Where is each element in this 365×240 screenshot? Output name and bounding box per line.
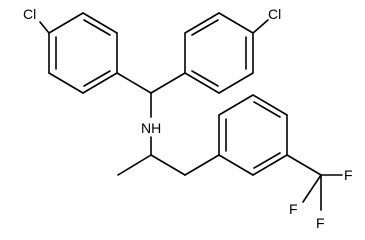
bond-cl-right <box>252 19 269 34</box>
left-chlorophenyl-ring <box>48 12 118 94</box>
bond <box>82 72 118 94</box>
atom-label-cl: Cl <box>268 6 281 22</box>
bond-methyl <box>117 154 152 176</box>
bond <box>116 72 152 94</box>
atom-label-f: F <box>316 215 325 231</box>
bond <box>150 154 186 176</box>
bond <box>82 12 118 34</box>
structure-canvas: Cl Cl NH F F F <box>23 6 353 231</box>
double-bond <box>253 152 281 169</box>
bond <box>218 72 254 94</box>
trifluoromethylphenyl-ring <box>218 94 288 176</box>
bond-c-f-mid <box>302 174 322 203</box>
bond <box>48 12 84 34</box>
bond <box>218 12 254 34</box>
double-bond <box>191 19 219 36</box>
atom-label-f: F <box>289 201 298 217</box>
bond <box>252 154 288 176</box>
bond <box>184 154 220 176</box>
double-bond <box>83 19 111 36</box>
bond <box>48 72 84 94</box>
right-chlorophenyl-ring <box>184 12 254 94</box>
double-bond <box>83 70 111 87</box>
double-bond <box>191 70 219 87</box>
bond <box>218 94 254 116</box>
molecule-structure: Cl Cl NH F F F <box>23 6 353 231</box>
bond <box>150 72 186 94</box>
atom-label-nh: NH <box>141 120 161 136</box>
bond-ring-cf3 <box>286 154 322 176</box>
atom-label-cl: Cl <box>23 6 36 22</box>
bond <box>218 154 254 176</box>
bond-cl-left <box>39 21 50 34</box>
bond <box>184 12 220 34</box>
bond <box>252 94 288 116</box>
double-bond <box>253 101 281 118</box>
atom-label-f: F <box>344 167 353 183</box>
bond <box>184 72 220 94</box>
